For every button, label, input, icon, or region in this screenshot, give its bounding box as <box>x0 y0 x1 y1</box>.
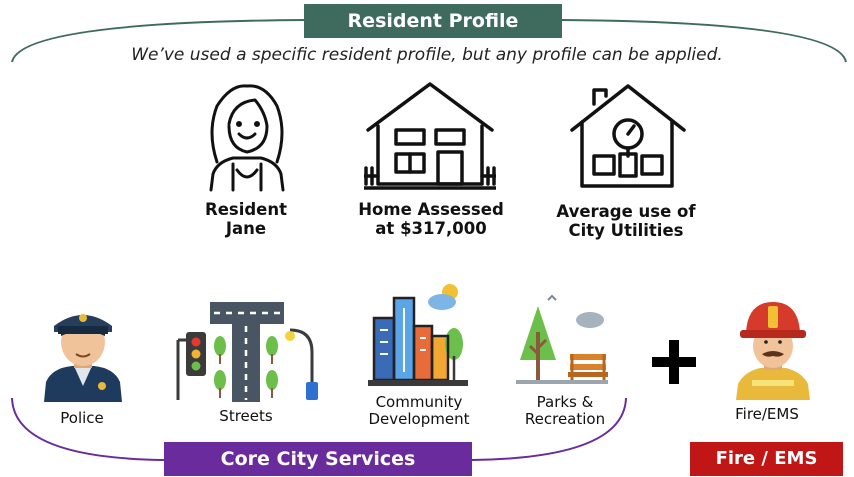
header-arc-right <box>561 19 847 63</box>
park-bench-icon <box>516 294 608 384</box>
service-label-community-development: Community Development <box>354 394 484 428</box>
core-arc-left <box>11 397 165 461</box>
city-buildings-icon <box>368 284 468 386</box>
utility-meter-house-icon <box>570 84 686 188</box>
profile-label-home: Home Assessed at $317,000 <box>338 200 524 238</box>
profile-label-line: Jane <box>225 219 267 238</box>
house-icon <box>364 82 496 190</box>
service-label-line: Fire/EMS <box>735 405 799 423</box>
service-label-line: Development <box>368 410 470 428</box>
profile-label-utilities: Average use of City Utilities <box>534 202 718 240</box>
service-label-line: Streets <box>219 407 273 425</box>
profile-label-resident: Resident Jane <box>176 200 316 238</box>
service-label-fire-ems: Fire/EMS <box>712 406 822 423</box>
service-label-parks: Parks & Recreation <box>506 394 624 428</box>
profile-label-line: City Utilities <box>568 221 684 240</box>
fire-ems-banner: Fire / EMS <box>690 442 843 476</box>
service-label-line: Recreation <box>524 410 606 428</box>
profile-label-line: Resident <box>204 200 287 219</box>
resident-woman-icon <box>209 84 285 192</box>
core-city-services-banner: Core City Services <box>164 442 472 476</box>
service-label-line: Police <box>60 409 104 427</box>
header-arc-left <box>11 19 305 63</box>
resident-profile-banner: Resident Profile <box>304 4 562 38</box>
firefighter-icon <box>736 302 810 400</box>
profile-label-line: at $317,000 <box>375 219 487 238</box>
plus-symbol-text: + <box>0 0 1 1</box>
subtitle: We’ve used a specific resident profile, … <box>131 45 723 65</box>
service-label-streets: Streets <box>196 408 296 425</box>
streets-icon <box>176 302 318 402</box>
police-officer-icon <box>44 314 122 402</box>
profile-label-line: Home Assessed <box>358 200 504 219</box>
profile-label-line: Average use of <box>556 202 696 221</box>
service-label-line: Parks & <box>536 393 594 411</box>
service-label-police: Police <box>40 410 124 427</box>
plus-icon <box>652 340 696 384</box>
core-arc-right <box>471 397 627 461</box>
service-label-line: Community <box>375 393 463 411</box>
